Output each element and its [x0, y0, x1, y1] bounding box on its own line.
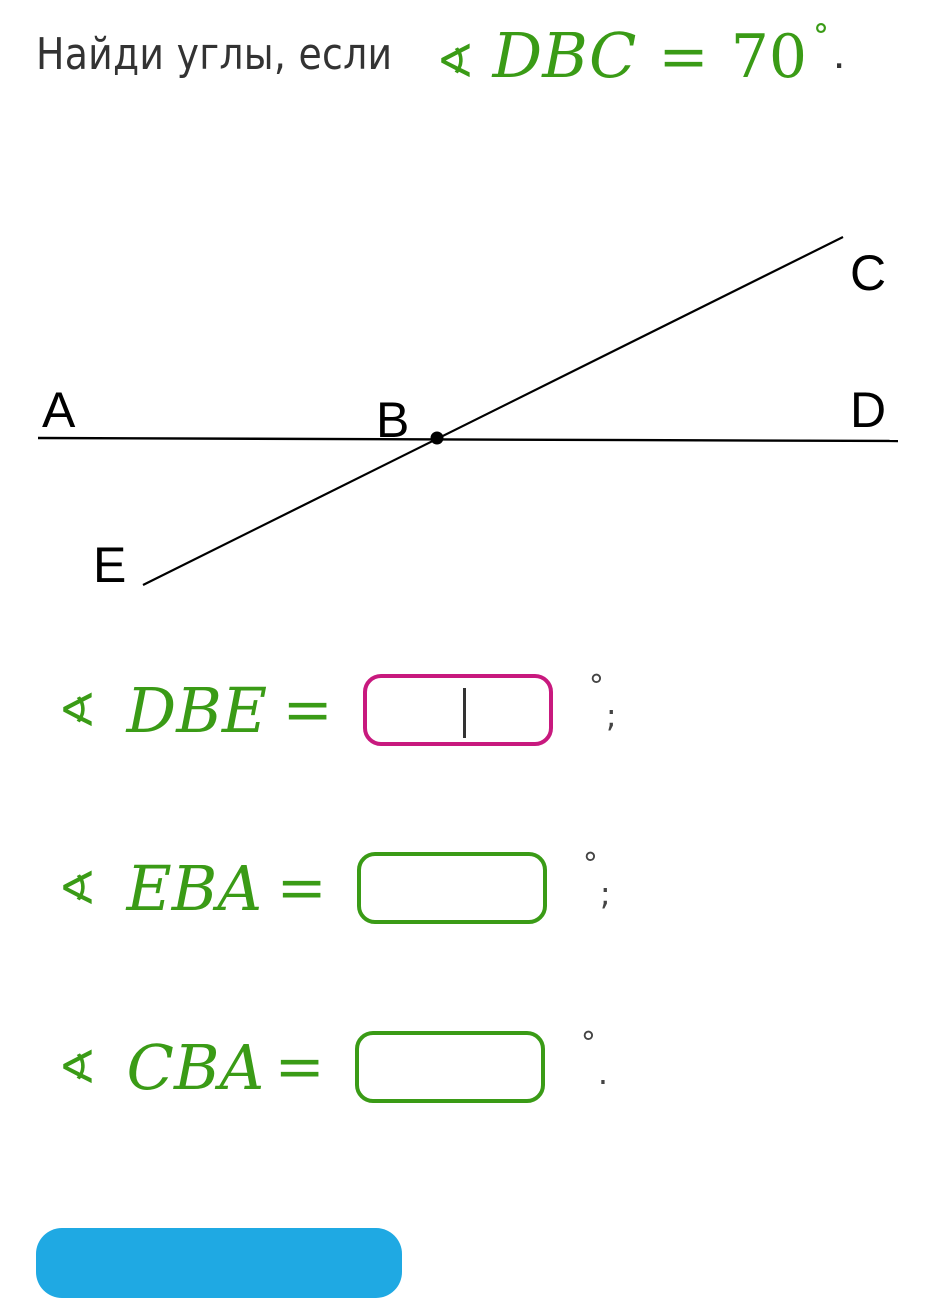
- submit-button[interactable]: [36, 1228, 402, 1298]
- label-b: B: [376, 392, 409, 448]
- row-punct: .: [597, 1054, 608, 1092]
- equals-sign: =: [274, 1032, 325, 1102]
- angle-name-eba: EBA: [126, 851, 263, 925]
- equals-sign: =: [276, 853, 327, 923]
- question-text: Найди углы, если: [36, 28, 393, 80]
- angle-symbol: ∢: [58, 861, 97, 915]
- label-a: A: [42, 382, 76, 438]
- answer-input-eba[interactable]: [356, 852, 547, 924]
- degree-sign: °: [813, 16, 830, 55]
- given-angle-name: DBC: [492, 18, 637, 92]
- equals-sign: =: [658, 21, 709, 92]
- line-ad: [37, 436, 899, 443]
- text-caret: [462, 688, 466, 738]
- row-punct: ;: [599, 875, 611, 913]
- degree-sign: °: [580, 1025, 596, 1061]
- angle-symbol: ∢: [58, 1040, 97, 1094]
- question-end-punct: .: [833, 29, 846, 78]
- row-punct: ;: [605, 697, 617, 735]
- label-e: E: [93, 537, 126, 593]
- geometry-diagram: A B C D E: [37, 236, 899, 593]
- answer-row-eba: ∢ EBA = ° ;: [58, 846, 611, 928]
- point-b: [430, 431, 444, 445]
- label-d: D: [850, 382, 886, 438]
- angle-symbol: ∢: [58, 683, 97, 737]
- given-angle-expression: ∢ DBC = 70°: [436, 17, 829, 92]
- angle-symbol: ∢: [436, 33, 475, 88]
- degree-sign: °: [588, 668, 604, 704]
- answer-input-cba[interactable]: [354, 1031, 545, 1103]
- label-c: C: [850, 245, 886, 301]
- angle-name-dbe: DBE: [126, 673, 268, 747]
- given-angle-value: 70: [730, 21, 808, 92]
- angle-name-cba: CBA: [126, 1030, 265, 1104]
- answer-input-dbe[interactable]: [362, 674, 553, 746]
- line-ec: [142, 236, 844, 586]
- answer-row-dbe: ∢ DBE = ° ;: [58, 668, 617, 750]
- equals-sign: =: [282, 675, 333, 745]
- answer-row-cba: ∢ CBA = ° .: [58, 1025, 608, 1107]
- question-line: Найди углы, если ∢ DBC = 70° .: [36, 17, 846, 92]
- degree-sign: °: [582, 846, 598, 882]
